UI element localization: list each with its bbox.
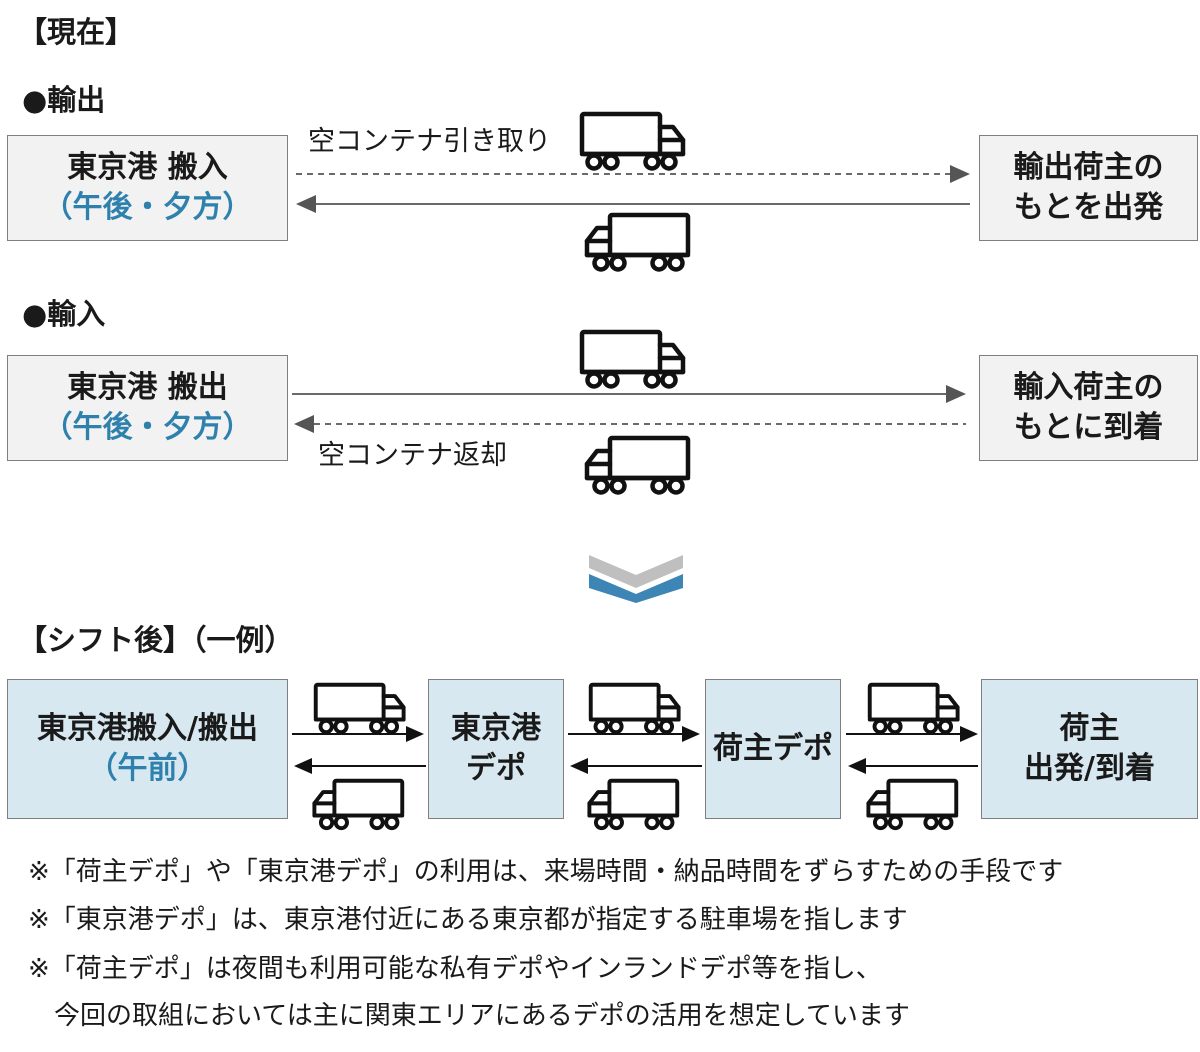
shipper-box: 荷主 出発/到着 bbox=[981, 679, 1198, 819]
import-port-box: 東京港 搬出 （午後・夕方） bbox=[7, 355, 288, 461]
truck-left-icon bbox=[587, 778, 680, 831]
import-solid-arrowhead bbox=[946, 385, 966, 403]
tokyo-port-depot-line2: デポ bbox=[466, 751, 526, 786]
export-shipper-line2: もとを出発 bbox=[1013, 190, 1164, 225]
shift-arrow-left-1 bbox=[294, 758, 312, 774]
shift-arrow-left-3 bbox=[848, 758, 866, 774]
down-chevron-icon bbox=[589, 574, 683, 603]
shift-arrow-right-3 bbox=[960, 726, 978, 742]
down-chevron-icon bbox=[589, 555, 683, 588]
shift-arrow-right-2 bbox=[682, 726, 700, 742]
empty-container-pickup-label: 空コンテナ引き取り bbox=[308, 126, 551, 157]
import-shipper-line1: 輸入荷主の bbox=[1013, 370, 1164, 405]
import-dashed-arrowhead bbox=[294, 415, 314, 433]
shipper-line2: 出発/到着 bbox=[1024, 751, 1155, 786]
tokyo-port-depot-box: 東京港 デポ bbox=[428, 679, 564, 819]
export-shipper-line1: 輸出荷主の bbox=[1013, 150, 1164, 185]
truck-right-icon bbox=[588, 682, 681, 735]
shift-arrow-right-1 bbox=[406, 726, 424, 742]
shift-port-box: 東京港搬入/搬出 （午前） bbox=[7, 679, 288, 819]
import-port-label: 東京港 搬出 bbox=[67, 370, 228, 405]
note-4: 今回の取組においては主に関東エリアにあるデポの活用を想定しています bbox=[28, 1001, 910, 1031]
tokyo-port-depot-line1: 東京港 bbox=[451, 711, 541, 746]
export-port-label: 東京港 搬入 bbox=[67, 150, 228, 185]
truck-left-icon bbox=[587, 215, 688, 270]
truck-left-icon bbox=[866, 778, 959, 831]
shift-port-label: 東京港搬入/搬出 bbox=[37, 711, 258, 746]
shift-heading: 【シフト後】（一例） bbox=[18, 623, 294, 657]
export-heading: ●輸出 bbox=[22, 83, 106, 117]
export-port-box: 東京港 搬入 （午後・夕方） bbox=[7, 135, 288, 241]
truck-left-icon bbox=[312, 778, 405, 831]
current-heading: 【現在】 bbox=[18, 15, 135, 49]
export-shipper-box: 輸出荷主の もとを出発 bbox=[979, 135, 1198, 241]
shipper-depot-label: 荷主デポ bbox=[713, 731, 833, 766]
shipper-depot-box: 荷主デポ bbox=[705, 679, 841, 819]
truck-right-icon bbox=[582, 114, 683, 169]
note-2: ※「東京港デポ」は、東京港付近にある東京都が指定する駐車場を指します bbox=[28, 905, 908, 935]
shift-port-time: （午前） bbox=[87, 751, 208, 786]
import-heading: ●輸入 bbox=[22, 297, 106, 331]
import-port-time: （午後・夕方） bbox=[42, 410, 253, 445]
export-dashed-arrowhead bbox=[950, 165, 970, 183]
truck-right-icon bbox=[313, 682, 406, 735]
note-1: ※「荷主デポ」や「東京港デポ」の利用は、来場時間・納品時間をずらすための手段です bbox=[28, 857, 1064, 887]
truck-right-icon bbox=[867, 682, 960, 735]
import-shipper-box: 輸入荷主の もとに到着 bbox=[979, 355, 1198, 461]
export-solid-arrowhead bbox=[296, 195, 316, 213]
note-3: ※「荷主デポ」は夜間も利用可能な私有デポやインランドデポ等を指し、 bbox=[28, 954, 882, 984]
truck-right-icon bbox=[582, 332, 683, 387]
shift-arrow-left-2 bbox=[570, 758, 588, 774]
shipper-line1: 荷主 bbox=[1059, 711, 1120, 746]
import-shipper-line2: もとに到着 bbox=[1013, 410, 1164, 445]
truck-left-icon bbox=[587, 438, 688, 493]
empty-container-return-label: 空コンテナ返却 bbox=[318, 440, 507, 471]
export-port-time: （午後・夕方） bbox=[42, 190, 253, 225]
